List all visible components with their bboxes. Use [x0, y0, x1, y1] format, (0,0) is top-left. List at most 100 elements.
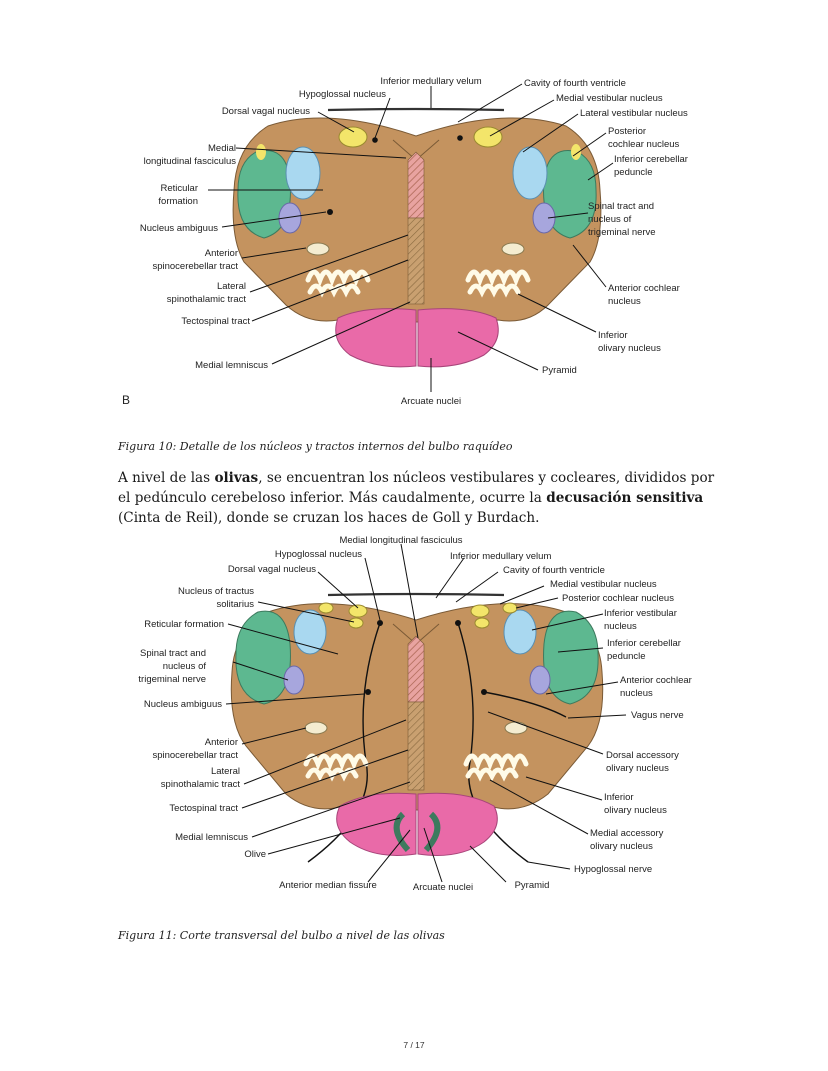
spinal-trigeminal-left	[278, 202, 302, 234]
label-anterior-cochlear-2: nucleus	[620, 688, 653, 699]
label-lateral-vestibular-nucleus: Lateral vestibular nucleus	[580, 108, 688, 119]
label-posterior-cochlear-2: cochlear nucleus	[608, 139, 680, 150]
pyramid-right	[417, 792, 498, 856]
label-anterior-cochlear-2: nucleus	[608, 296, 641, 307]
figure-10-caption: Figura 10: Detalle de los núcleos y trac…	[118, 440, 513, 453]
dorsal-vagal-nucleus-left	[348, 604, 368, 618]
label-tectospinal-tract: Tectospinal tract	[169, 803, 238, 814]
label-spinal-tract-3: trigeminal nerve	[588, 227, 656, 238]
vestibular-nucleus-left	[293, 609, 327, 655]
label-hypoglossal-nerve: Hypoglossal nerve	[574, 864, 652, 875]
label-lateral-spinothalamic-2: spinothalamic tract	[161, 779, 241, 790]
figure-10-svg: Inferior medullary velum Cavity of fourt…	[122, 76, 688, 407]
label-spinal-tract-3: trigeminal nerve	[138, 674, 206, 685]
inferior-olivary-nucleus-left	[305, 269, 371, 298]
label-spinal-tract-1: Spinal tract and	[140, 648, 206, 659]
figure-11-svg: Medial longitudinal fasciculus Hypogloss…	[138, 535, 692, 893]
solitarius-right	[474, 617, 490, 629]
leader-lines	[208, 83, 614, 392]
inferior-cerebellar-peduncle-left	[235, 610, 291, 705]
inferior-cerebellar-peduncle-right	[543, 610, 599, 705]
pyramid-right	[417, 308, 499, 368]
leader-lines	[225, 543, 627, 883]
label-spinal-tract-2: nucleus of	[163, 661, 207, 672]
spinocerebellar-left	[304, 721, 328, 735]
dorsal-vagal-nucleus-right	[470, 604, 490, 618]
label-spinal-tract-2: nucleus of	[588, 214, 632, 225]
olive-right	[423, 811, 441, 853]
inferior-olivary-nucleus-right	[465, 269, 531, 298]
label-medial-accessory-1: Medial accessory	[590, 828, 664, 839]
label-inferior-medullary-velum: Inferior medullary velum	[450, 551, 551, 562]
label-inferior-cerebellar-1: Inferior cerebellar	[614, 154, 688, 165]
solitarius-left	[348, 617, 364, 629]
label-dorsal-vagal-nucleus: Dorsal vagal nucleus	[222, 106, 310, 117]
label-medial-lf-2: longitudinal fasciculus	[144, 156, 237, 167]
figure-11-medulla-diagram: Medial longitudinal fasciculus Hypogloss…	[118, 532, 710, 898]
figure-11-caption: Figura 11: Corte transversal del bulbo a…	[118, 929, 445, 942]
label-inferior-cerebellar-2: peduncle	[607, 651, 646, 662]
label-hypoglossal-nucleus: Hypoglossal nucleus	[299, 89, 386, 100]
pyramid-left	[335, 308, 417, 368]
medial-longitudinal-fasciculus	[407, 635, 425, 703]
paragraph-bold-decusacion: decusación sensitiva	[546, 490, 704, 506]
label-inferior-cerebellar-1: Inferior cerebellar	[607, 638, 681, 649]
label-reticular-formation: Reticular formation	[144, 619, 224, 630]
hypoglossal-dot-left	[372, 137, 378, 143]
label-inferior-vestibular-1: Inferior vestibular	[604, 608, 677, 619]
label-medial-lemniscus: Medial lemniscus	[195, 360, 268, 371]
posterior-cochlear-left	[318, 602, 334, 614]
label-anterior-spinocerebellar-1: Anterior	[205, 737, 238, 748]
label-arcuate-nuclei: Arcuate nuclei	[401, 396, 461, 407]
label-tractus-solitarius-2: solitarius	[217, 599, 255, 610]
label-medial-lemniscus: Medial lemniscus	[175, 832, 248, 843]
body-paragraph: A nivel de las olivas, se encuentran los…	[118, 468, 718, 528]
page-indicator: 7 / 17	[403, 1040, 425, 1050]
paragraph-text-1: A nivel de las	[118, 470, 215, 486]
vestibular-nucleus-left	[285, 146, 321, 200]
label-pyramid: Pyramid	[542, 365, 577, 376]
label-dorsal-accessory-2: olivary nucleus	[606, 763, 669, 774]
nucleus-ambiguus-dot	[327, 209, 333, 215]
label-tectospinal-tract: Tectospinal tract	[181, 316, 250, 327]
spinocerebellar-left	[306, 242, 330, 256]
label-reticular-2: formation	[158, 196, 198, 207]
label-anterior-cochlear-1: Anterior cochlear	[620, 675, 692, 686]
inferior-cerebellar-peduncle-right	[543, 150, 597, 239]
posterior-cochlear-right	[502, 602, 518, 614]
label-medial-lf-1: Medial	[208, 143, 236, 154]
label-medial-accessory-2: olivary nucleus	[590, 841, 653, 852]
label-dorsal-accessory-1: Dorsal accessory	[606, 750, 679, 761]
medial-lemniscus	[407, 701, 425, 791]
medial-longitudinal-fasciculus	[407, 151, 425, 219]
yellow-nucleus-left	[256, 144, 266, 160]
label-anterior-median-fissure: Anterior median fissure	[279, 880, 377, 891]
dorsal-vagal-nucleus-left	[338, 126, 368, 148]
label-spinal-tract-1: Spinal tract and	[588, 201, 654, 212]
hypoglossal-dot-right	[457, 135, 463, 141]
label-posterior-cochlear-nucleus: Posterior cochlear nucleus	[562, 593, 674, 604]
label-cavity-fourth-ventricle: Cavity of fourth ventricle	[503, 565, 605, 576]
label-vagus-nerve: Vagus nerve	[631, 710, 684, 721]
olive-left	[393, 811, 411, 853]
label-lateral-spinothalamic-2: spinothalamic tract	[167, 294, 247, 305]
dorsal-vagal-nucleus-right	[473, 126, 503, 148]
label-inferior-olivary-1: Inferior	[604, 792, 634, 803]
label-reticular-1: Reticular	[161, 183, 199, 194]
label-anterior-spinocerebellar-2: spinocerebellar tract	[152, 261, 238, 272]
label-medial-vestibular-nucleus: Medial vestibular nucleus	[550, 579, 657, 590]
label-cavity-fourth-ventricle: Cavity of fourth ventricle	[524, 78, 626, 89]
label-arcuate-nuclei: Arcuate nuclei	[413, 882, 473, 893]
spinal-trigeminal-right	[529, 665, 551, 695]
vestibular-nucleus-right	[512, 146, 548, 200]
label-anterior-spinocerebellar-2: spinocerebellar tract	[152, 750, 238, 761]
spinocerebellar-right	[504, 721, 528, 735]
label-medial-lf: Medial longitudinal fasciculus	[339, 535, 462, 546]
label-olive: Olive	[244, 849, 266, 860]
label-inferior-olivary-2: olivary nucleus	[604, 805, 667, 816]
label-inferior-vestibular-2: nucleus	[604, 621, 637, 632]
label-lateral-spinothalamic-1: Lateral	[211, 766, 240, 777]
label-dorsal-vagal-nucleus: Dorsal vagal nucleus	[228, 564, 316, 575]
spinocerebellar-right	[501, 242, 525, 256]
label-posterior-cochlear-1: Posterior	[608, 126, 646, 137]
